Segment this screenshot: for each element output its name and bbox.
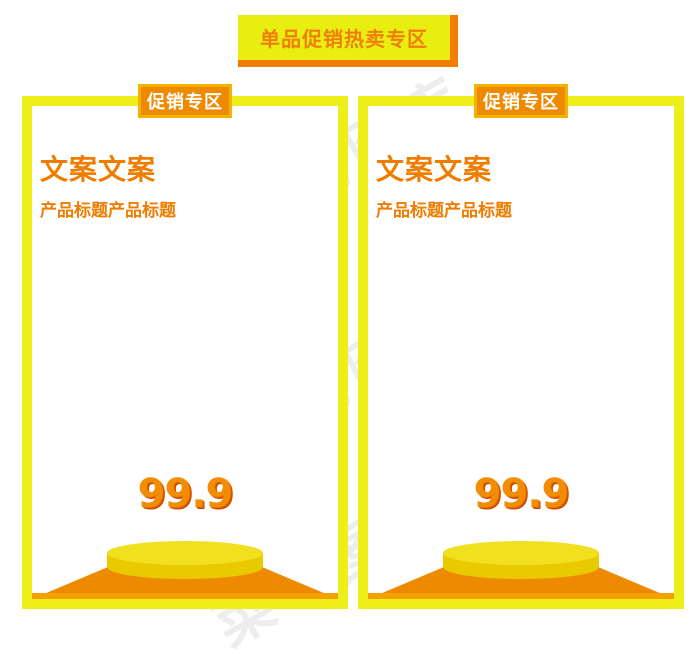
promo-card-right[interactable]: 促销专区 文案文案 产品标题产品标题 99.9 [358, 84, 684, 609]
card-headline: 文案文案 [376, 153, 493, 186]
price-label: 99.9 [473, 471, 570, 517]
card-subtitle: 产品标题产品标题 [40, 201, 176, 221]
card-subtitle: 产品标题产品标题 [376, 201, 512, 221]
stage-base-edge [32, 593, 338, 599]
promo-card-left[interactable]: 促销专区 文案文案 产品标题产品标题 99.9 [22, 84, 348, 609]
card-tag: 促销专区 [474, 84, 568, 118]
podium-stage [368, 541, 674, 599]
card-headline: 文案文案 [40, 153, 157, 186]
header-banner: 单品促销热卖专区 [238, 15, 458, 67]
podium-top [107, 541, 263, 565]
stage-base-edge [368, 593, 674, 599]
header-banner-inner: 单品促销热卖专区 [238, 15, 450, 60]
stage-base [368, 567, 674, 599]
card-tag-label: 促销专区 [147, 92, 223, 113]
card-tag-label: 促销专区 [483, 92, 559, 113]
header-title: 单品促销热卖专区 [260, 27, 428, 51]
card-tag: 促销专区 [138, 84, 232, 118]
price-label: 99.9 [137, 471, 234, 517]
podium-top [443, 541, 599, 565]
stage-base [32, 567, 338, 599]
podium-stage [32, 541, 338, 599]
